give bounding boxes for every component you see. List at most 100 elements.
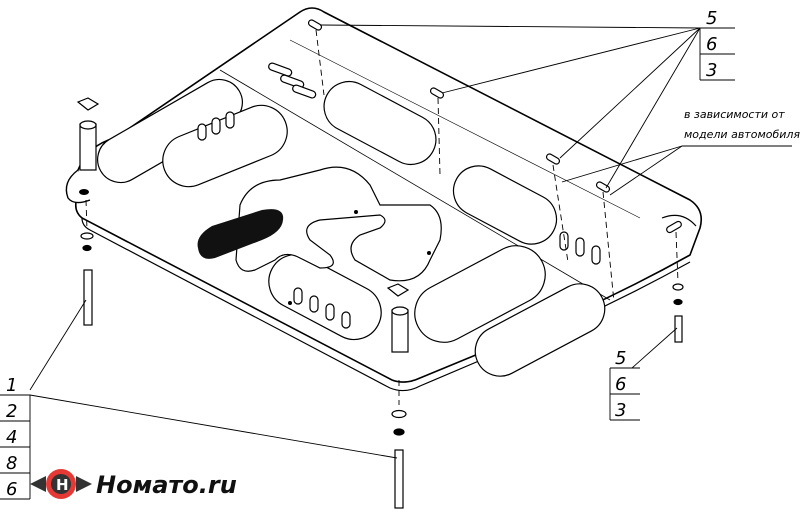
bolt-axes xyxy=(85,29,679,405)
vent-slots-diagonal xyxy=(268,62,317,99)
note-line-2: модели автомобиля xyxy=(684,128,800,141)
logo-inner xyxy=(51,474,71,494)
hole xyxy=(354,210,358,214)
left-fastener-assembly xyxy=(76,97,100,326)
leader-line xyxy=(29,299,87,391)
vent-slot xyxy=(293,287,303,305)
leader-line xyxy=(605,27,701,189)
logo-wing-left xyxy=(30,476,46,492)
vent-slots-left xyxy=(197,111,235,141)
vent-slot xyxy=(341,311,351,329)
vent-slot xyxy=(591,245,601,265)
center-lock-washer xyxy=(393,428,405,436)
right-fastener-assembly xyxy=(672,283,684,343)
rib-4 xyxy=(452,165,558,245)
callout-number: 6 xyxy=(706,34,717,55)
vent-slot xyxy=(309,295,319,313)
mount-slot xyxy=(545,153,561,165)
homato-logo: Н Номато.ru xyxy=(30,469,237,499)
vent-slot xyxy=(197,123,207,141)
plate-edge xyxy=(81,217,691,392)
logo-wing-right xyxy=(76,476,92,492)
skid-plate-outline xyxy=(74,7,703,383)
center-spacer-top xyxy=(391,306,409,316)
axis-line xyxy=(675,231,679,283)
left-tab-hole xyxy=(79,189,89,195)
right-washer xyxy=(672,283,684,291)
rib-5 xyxy=(268,253,382,341)
leader-line xyxy=(319,24,701,29)
bend-line-left xyxy=(219,69,611,301)
leader-line xyxy=(441,27,701,94)
left-lock-washer xyxy=(82,244,92,252)
callout-bottom-left: 1 2 4 8 6 xyxy=(0,375,31,500)
leader-line xyxy=(29,394,398,459)
callout-bottom-right: 5 6 3 xyxy=(609,348,640,421)
mount-slots xyxy=(307,19,611,193)
callout-top-right: 5 6 3 xyxy=(699,8,735,81)
vent-slot xyxy=(559,231,569,251)
callout-number: 8 xyxy=(6,453,17,474)
callout-number: 5 xyxy=(615,348,626,369)
vent-slot xyxy=(325,303,335,321)
hole xyxy=(427,251,431,255)
leader-lines xyxy=(29,24,792,459)
serpentine-rib xyxy=(235,166,442,282)
rib-7 xyxy=(474,283,606,377)
center-bracket-nut xyxy=(386,283,410,297)
right-lock-washer xyxy=(673,298,683,306)
vent-slot xyxy=(292,84,317,99)
callout-number: 1 xyxy=(6,375,17,396)
axis-line xyxy=(315,29,325,96)
vent-slot xyxy=(211,117,221,135)
callout-number: 3 xyxy=(615,400,626,421)
vent-slot xyxy=(268,62,293,77)
leader-line xyxy=(559,27,701,159)
callout-number: 5 xyxy=(706,8,717,29)
mount-slot xyxy=(429,87,445,99)
axis-line xyxy=(85,199,88,231)
left-bracket-nut xyxy=(76,97,100,111)
callout-number: 3 xyxy=(706,60,717,81)
small-holes xyxy=(288,210,431,305)
left-spacer-top xyxy=(79,120,97,130)
dark-oval-cutout xyxy=(197,209,284,259)
center-spacer-tube xyxy=(391,309,409,353)
left-bolt xyxy=(83,269,93,326)
callout-number: 6 xyxy=(615,374,626,395)
callout-number: 2 xyxy=(6,401,17,422)
leader-line xyxy=(561,145,683,183)
axis-line xyxy=(602,191,615,303)
leader-line xyxy=(609,145,683,196)
logo-letter: Н xyxy=(56,476,69,494)
center-washer xyxy=(391,409,407,419)
center-fastener-assembly xyxy=(386,283,410,509)
vent-slots-right xyxy=(559,231,601,265)
mount-slot xyxy=(307,19,323,31)
left-spacer-tube xyxy=(79,123,97,171)
leader-line xyxy=(631,327,678,369)
hole xyxy=(288,301,292,305)
right-bolt xyxy=(674,315,683,343)
center-bolt xyxy=(394,449,404,509)
right-tab-slot xyxy=(666,220,682,234)
axis-line xyxy=(437,97,441,176)
logo-text: Номато.ru xyxy=(96,471,237,499)
embossed-ribs xyxy=(97,78,606,377)
mount-slot xyxy=(595,181,611,193)
vent-slots-front xyxy=(293,287,351,329)
bend-line-mid xyxy=(289,39,641,219)
callout-number: 6 xyxy=(6,479,17,500)
vent-slot xyxy=(575,237,585,257)
rib-3 xyxy=(323,80,437,166)
rib-6 xyxy=(414,245,546,343)
vent-slot xyxy=(280,74,305,89)
left-washer xyxy=(80,232,94,240)
vent-slot xyxy=(225,111,235,129)
right-mount-tab xyxy=(661,214,697,227)
axis-line xyxy=(552,164,569,263)
note-line-1: в зависимости от xyxy=(684,108,785,121)
callout-number: 4 xyxy=(6,427,17,448)
